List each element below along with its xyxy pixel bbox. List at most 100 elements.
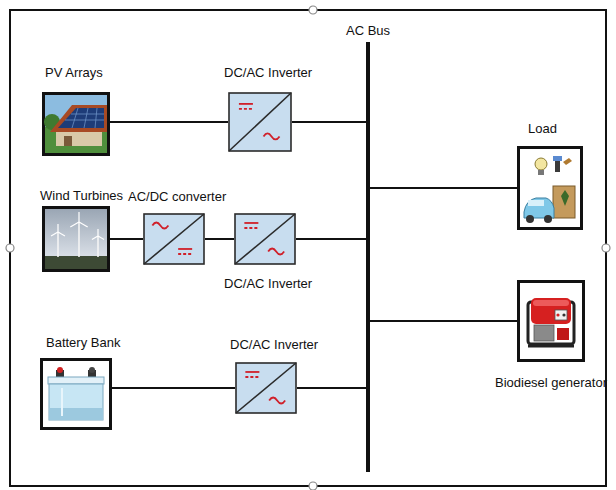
picture-part bbox=[58, 232, 65, 236]
converter-symbol bbox=[143, 213, 205, 265]
picture-part bbox=[92, 236, 98, 240]
converter-box: AC/DC converter bbox=[143, 213, 205, 265]
picture-part bbox=[144, 214, 204, 264]
power-line bbox=[296, 238, 366, 240]
picture-part bbox=[229, 93, 291, 151]
inverter-box: DC/AC Inverter bbox=[228, 92, 292, 152]
frame-border bbox=[10, 10, 606, 486]
picture-part bbox=[236, 363, 296, 413]
picture-part bbox=[244, 222, 258, 224]
picture-part bbox=[84, 108, 88, 128]
picture-part bbox=[544, 215, 552, 223]
selection-handle bbox=[6, 244, 14, 252]
picture-part bbox=[61, 388, 63, 416]
pv-array-photo-shape bbox=[42, 92, 110, 156]
power-line bbox=[112, 387, 235, 389]
selection-handle bbox=[309, 482, 317, 490]
component-label: Load bbox=[528, 121, 557, 136]
picture-part bbox=[95, 108, 97, 128]
inverter-box-shape bbox=[235, 362, 297, 414]
picture-part bbox=[245, 376, 259, 378]
selection-handle bbox=[602, 244, 610, 252]
picture-part bbox=[97, 236, 99, 257]
picture-part bbox=[531, 298, 571, 324]
power-line bbox=[292, 121, 366, 123]
converter-symbol bbox=[234, 213, 296, 265]
picture-part bbox=[229, 93, 291, 151]
power-line bbox=[297, 387, 366, 389]
picture-part bbox=[49, 384, 103, 420]
picture-part bbox=[239, 103, 253, 105]
picture-part bbox=[43, 361, 109, 427]
picture-part bbox=[520, 149, 580, 227]
component-label: AC/DC converter bbox=[128, 189, 226, 204]
component-label: DC/AC Inverter bbox=[230, 337, 318, 352]
wind-turbine-photo: Wind Turbines bbox=[42, 206, 110, 272]
picture-part bbox=[178, 253, 192, 255]
picture-part bbox=[239, 108, 253, 110]
load-picture bbox=[517, 146, 583, 230]
picture-part bbox=[58, 108, 104, 128]
picture-part bbox=[563, 158, 572, 165]
selection-handle bbox=[309, 6, 317, 14]
component-label: AC Bus bbox=[346, 23, 390, 38]
picture-part bbox=[144, 214, 204, 264]
inverter-box: DC/AC Inverter bbox=[235, 362, 297, 414]
pv-array-photo: PV Arrays bbox=[42, 92, 110, 156]
picture-part bbox=[534, 325, 554, 341]
wind-turbine-picture bbox=[42, 206, 110, 272]
picture-part bbox=[178, 248, 192, 250]
power-line bbox=[110, 121, 228, 123]
generator-picture bbox=[517, 280, 585, 362]
load-illustration-shape bbox=[517, 146, 583, 230]
picture-part bbox=[245, 371, 259, 373]
picture-part bbox=[538, 170, 544, 175]
picture-part bbox=[366, 42, 370, 472]
picture-part bbox=[72, 108, 78, 128]
ac-bus-bar: AC Bus bbox=[366, 42, 370, 472]
converter-symbol bbox=[228, 92, 292, 152]
picture-part bbox=[264, 133, 280, 139]
picture-part bbox=[533, 300, 569, 306]
component-label: Biodiesel generator bbox=[495, 375, 607, 390]
picture-part bbox=[269, 397, 285, 403]
picture-part bbox=[556, 313, 559, 316]
picture-part bbox=[48, 377, 104, 384]
picture-part bbox=[57, 367, 63, 373]
picture-part bbox=[89, 367, 95, 373]
picture-part bbox=[98, 236, 104, 240]
picture-part bbox=[42, 206, 110, 272]
picture-part bbox=[528, 345, 574, 348]
battery-picture bbox=[40, 358, 112, 430]
picture-part bbox=[553, 156, 562, 161]
converter-symbol bbox=[235, 362, 297, 414]
bus-bar bbox=[366, 42, 370, 472]
component-label: Wind Turbines bbox=[40, 188, 123, 203]
picture-part bbox=[268, 248, 284, 254]
picture-part bbox=[235, 214, 295, 264]
picture-part bbox=[152, 222, 168, 228]
picture-part bbox=[57, 224, 58, 232]
power-line bbox=[370, 187, 517, 189]
picture-part bbox=[70, 222, 79, 227]
inverter-box: DC/AC Inverter bbox=[234, 213, 296, 265]
inverter-box-shape bbox=[234, 213, 296, 265]
picture-part bbox=[51, 232, 58, 236]
picture-part bbox=[78, 212, 79, 222]
picture-part bbox=[528, 200, 544, 206]
picture-part bbox=[45, 256, 107, 269]
picture-part bbox=[244, 227, 258, 229]
picture-part bbox=[97, 229, 98, 236]
wind-turbine-photo-shape bbox=[42, 206, 110, 272]
picture-part bbox=[557, 328, 569, 340]
load-illustration: Load bbox=[517, 146, 583, 230]
power-line bbox=[205, 238, 234, 240]
picture-part bbox=[42, 92, 110, 156]
solar-roof-picture bbox=[42, 92, 110, 156]
generator-photo-shape bbox=[517, 280, 585, 362]
picture-part bbox=[520, 283, 582, 359]
picture-part bbox=[79, 222, 88, 227]
picture-part bbox=[555, 310, 567, 320]
picture-part bbox=[78, 222, 80, 257]
